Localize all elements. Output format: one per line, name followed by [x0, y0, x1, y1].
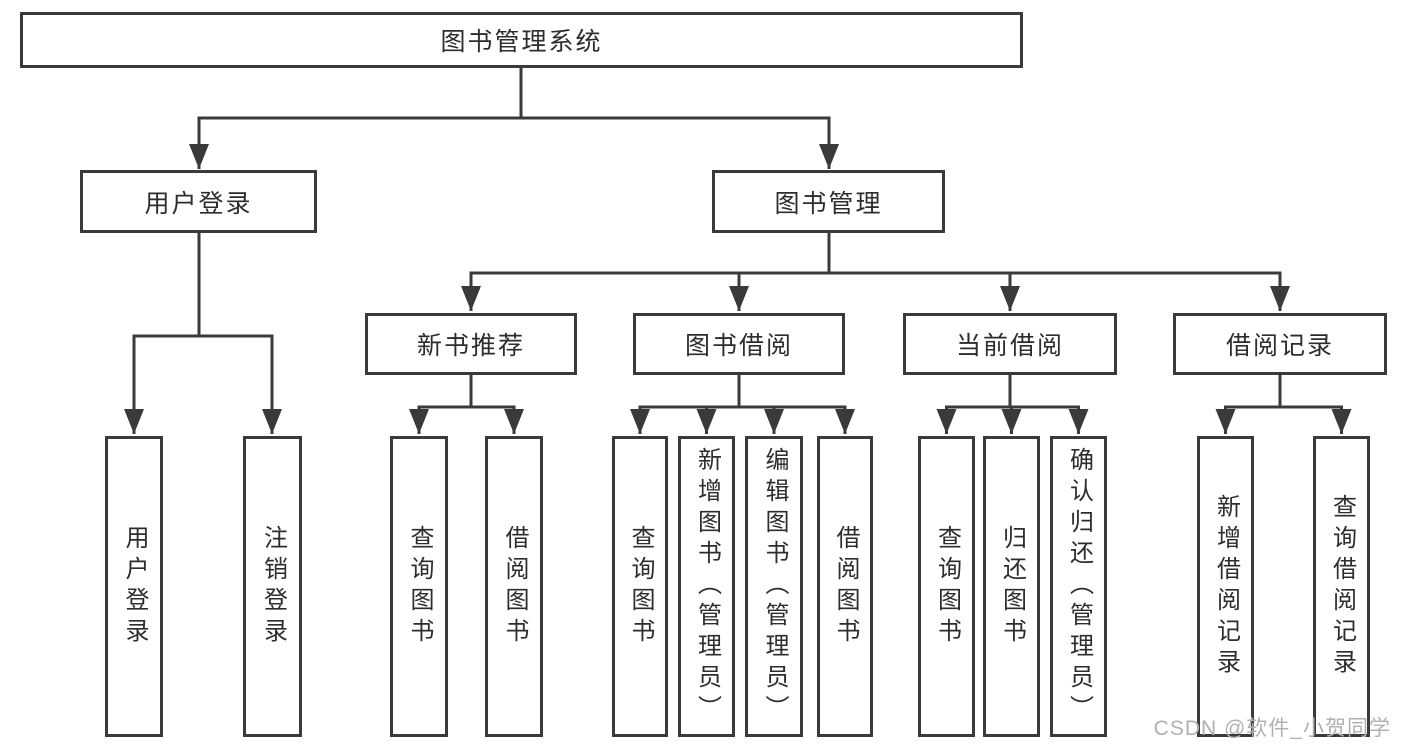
leaf-borrow-books: 借阅图书 [817, 436, 873, 737]
leaf-borrow-query-books: 查询图书 [612, 436, 668, 737]
node-borrowing-records: 借阅记录 [1173, 313, 1387, 375]
leaf-logout: 注销登录 [243, 436, 302, 737]
node-label: 注销登录 [259, 524, 287, 649]
node-label: 编辑图书（管理员） [761, 447, 788, 726]
node-label: 新书推荐 [416, 332, 525, 360]
node-label: 用户登录 [121, 524, 148, 649]
node-label: 当前借阅 [955, 332, 1064, 360]
node-label: 新增图书（管理员） [693, 447, 721, 726]
leaf-edit-books-admin: 编辑图书（管理员） [745, 436, 803, 737]
node-root: 图书管理系统 [20, 12, 1023, 68]
node-current-borrowing: 当前借阅 [903, 313, 1117, 375]
leaf-add-books-admin: 新增图书（管理员） [678, 436, 735, 737]
node-label: 图书借阅 [684, 332, 793, 360]
leaf-query-borrow-record: 查询借阅记录 [1313, 436, 1370, 737]
node-label: 查询借阅记录 [1328, 493, 1356, 680]
node-label: 查询图书 [627, 524, 654, 649]
node-label: 用户登录 [144, 189, 253, 218]
node-label: 图书管理系统 [440, 28, 603, 56]
csdn-watermark: CSDN @软件_小贺同学 [1153, 717, 1391, 740]
leaf-return-books: 归还图书 [983, 436, 1040, 737]
node-label: 确认归还（管理员） [1065, 447, 1093, 726]
node-label: 归还图书 [998, 524, 1026, 649]
node-label: 借阅图书 [832, 524, 859, 649]
node-book-borrowing: 图书借阅 [633, 313, 845, 375]
leaf-current-query-books: 查询图书 [918, 436, 975, 737]
leaf-add-borrow-record: 新增借阅记录 [1197, 436, 1254, 737]
node-label: 图书管理 [774, 189, 883, 218]
leaf-user-login: 用户登录 [105, 436, 163, 737]
node-label: 借阅记录 [1225, 332, 1334, 360]
leaf-recommend-borrow-books: 借阅图书 [485, 436, 543, 737]
node-book-management: 图书管理 [712, 170, 945, 233]
node-label: 新增借阅记录 [1212, 493, 1240, 680]
node-new-book-recommendation: 新书推荐 [365, 313, 577, 375]
leaf-recommend-query-books: 查询图书 [390, 436, 448, 737]
node-label: 查询图书 [406, 524, 433, 649]
node-user-login: 用户登录 [80, 170, 317, 233]
leaf-confirm-return-admin: 确认归还（管理员） [1050, 436, 1107, 737]
node-label: 查询图书 [933, 524, 961, 649]
node-label: 借阅图书 [501, 524, 528, 649]
